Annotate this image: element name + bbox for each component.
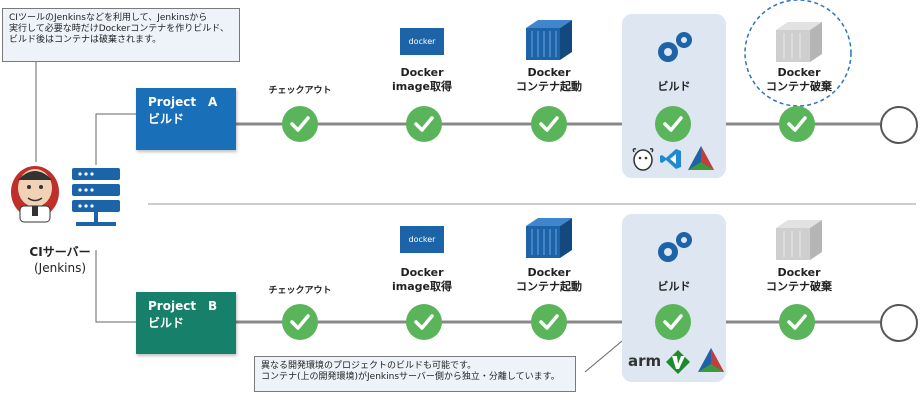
stage-checkout-label-b: チェックアウト	[268, 286, 332, 296]
project-b-box: Project B ビルド	[136, 292, 236, 354]
container-gray-icon-b	[776, 220, 822, 260]
stage-docker-start-l2-a: コンテナ起動	[516, 80, 582, 93]
stage-checkout-label-a: チェックアウト	[268, 86, 332, 96]
gnu-icon-a	[630, 146, 656, 172]
server-icon	[70, 166, 122, 230]
stage-docker-discard-l2-b: コンテナ破棄	[766, 280, 832, 293]
stage-docker-start-l1-b: Docker	[527, 266, 571, 279]
end-node-b	[880, 304, 918, 342]
jenkins-icon	[6, 160, 64, 226]
stage-docker-start-label-a: Docker コンテナ起動	[506, 66, 592, 94]
stage-docker-image-label-b: Docker image取得	[380, 266, 464, 294]
project-b-build: ビルド	[148, 316, 185, 330]
ci-server-label: CIサーバー (Jenkins)	[14, 244, 106, 276]
stage-docker-image-l1-a: Docker	[400, 66, 444, 79]
stage-docker-discard-l1-b: Docker	[777, 266, 821, 279]
check-icon-b-5	[779, 304, 815, 340]
end-node-a	[880, 106, 918, 144]
stage-docker-image-l2-b: image取得	[392, 280, 452, 293]
docker-badge-text-a: docker	[408, 37, 436, 46]
stage-docker-start-l1-a: Docker	[527, 66, 571, 79]
cmake-icon-b	[698, 348, 724, 372]
arm-logo-text: arm	[628, 352, 662, 370]
check-icon-a-2	[406, 106, 442, 142]
container-icon-a	[526, 20, 572, 60]
check-icon-b-2	[406, 304, 442, 340]
stage-docker-discard-l2-a: コンテナ破棄	[766, 80, 832, 93]
stage-docker-image-label-a: Docker image取得	[380, 66, 464, 94]
check-icon-a-1	[282, 106, 318, 142]
vscode-icon-a	[660, 148, 682, 170]
gears-icon-a	[654, 30, 696, 66]
stage-docker-discard-label-b: Docker コンテナ破棄	[756, 266, 842, 294]
stage-docker-discard-l1-a: Docker	[777, 66, 821, 79]
ci-server-title: CIサーバー	[29, 245, 91, 259]
stage-docker-image-l2-a: image取得	[392, 80, 452, 93]
callout-bottom: 異なる開発環境のプロジェクトのビルドも可能です。 コンテナ(上の開発環境)がJe…	[254, 356, 576, 392]
project-a-name: Project A	[148, 95, 218, 109]
check-icon-a-3	[531, 106, 567, 142]
stage-docker-discard-label-a: Docker コンテナ破棄	[756, 66, 842, 94]
cmake-icon-a	[688, 146, 714, 170]
gears-icon-b	[654, 230, 696, 266]
check-icon-a-4	[655, 106, 691, 142]
container-icon-b	[526, 218, 572, 258]
docker-logo-icon-b: docker	[400, 226, 444, 253]
ci-server-subtitle: (Jenkins)	[33, 261, 87, 275]
stage-docker-start-l2-b: コンテナ起動	[516, 280, 582, 293]
project-a-box: Project A ビルド	[136, 88, 236, 150]
stage-docker-image-l1-b: Docker	[400, 266, 444, 279]
callout-top: CIツールのJenkinsなどを利用して、Jenkinsから 実行して必要な時だ…	[2, 8, 240, 62]
check-icon-a-5	[779, 106, 815, 142]
stage-build-label-a: ビルド	[657, 80, 691, 93]
vim-icon-b	[666, 350, 690, 374]
stage-docker-start-label-b: Docker コンテナ起動	[506, 266, 592, 294]
docker-badge-text-b: docker	[408, 235, 436, 244]
docker-logo-icon-a: docker	[400, 28, 444, 55]
project-a-build: ビルド	[148, 112, 185, 126]
stage-build-label-b: ビルド	[657, 280, 691, 293]
container-gray-icon-a	[776, 22, 822, 62]
check-icon-b-4	[655, 304, 691, 340]
check-icon-b-1	[282, 304, 318, 340]
check-icon-b-3	[531, 304, 567, 340]
project-b-name: Project B	[148, 299, 218, 313]
